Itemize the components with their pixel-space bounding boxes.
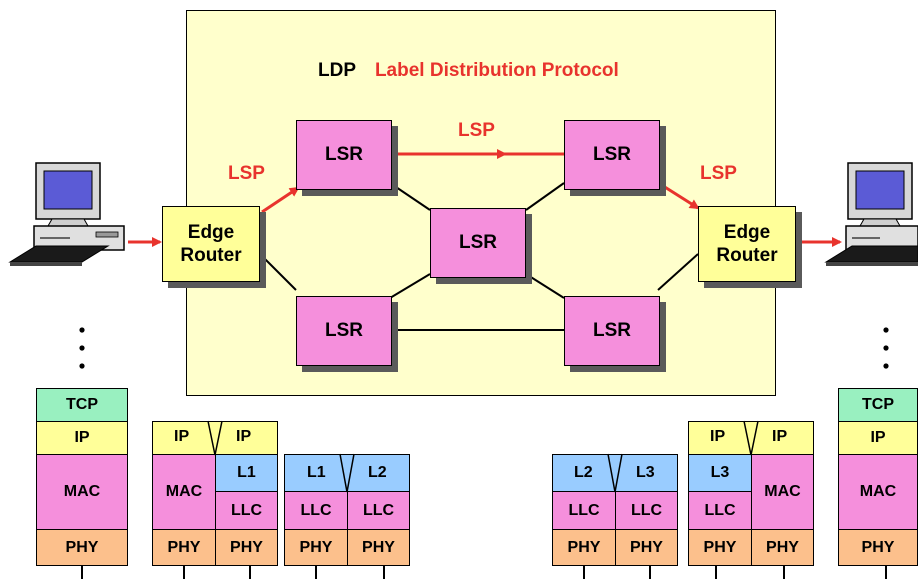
stack-cell-llc: LLC	[688, 491, 752, 530]
stack-cell-llc: LLC	[615, 491, 678, 530]
stack-cell-mac: MAC	[152, 454, 216, 530]
stack-cell-mac: MAC	[751, 454, 814, 530]
link-lsr-bottom-right-to-edge-right	[657, 253, 699, 291]
lsr-label: LSR	[325, 144, 363, 165]
lsr-label: LSR	[593, 320, 631, 341]
stack-cell-l3: L3	[636, 464, 655, 481]
stack-cell-llc: LLC	[552, 491, 616, 530]
lsr-center: LSR	[430, 208, 526, 278]
stack-cell-ip-pair	[152, 421, 278, 455]
ellipsis-dots	[79, 327, 889, 369]
link-ticks	[81, 566, 887, 579]
ldp-region	[186, 10, 776, 396]
stack-cell-ip: IP	[36, 421, 128, 455]
stack-cell-tcp: TCP	[838, 388, 918, 422]
lsp-label-top: LSP	[458, 120, 495, 141]
stack-cell-phy: PHY	[36, 529, 128, 566]
lsr-top-left: LSR	[296, 120, 392, 190]
link-center-to-lsr-bottom-right	[525, 273, 565, 299]
stack-cell-phy: PHY	[615, 529, 678, 566]
ldp-title: LDP Label Distribution Protocol	[318, 60, 619, 82]
lsp-arrow-edge-to-lsr	[261, 186, 300, 214]
computer-icon-right	[824, 162, 918, 266]
stack-cell-ip: IP	[236, 428, 252, 445]
ldp-full-name: Label Distribution Protocol	[374, 60, 619, 81]
edge-router-label-line1: Edge	[723, 222, 771, 243]
edge-router-label-line2: Router	[716, 245, 778, 266]
stack-cell-phy: PHY	[552, 529, 616, 566]
edge-router-right: Edge Router	[698, 206, 796, 282]
edge-router-left: Edge Router	[162, 206, 260, 282]
ldp-abbreviation: LDP	[318, 60, 356, 81]
lsr-label: LSR	[593, 144, 631, 165]
stack-cell-mac: MAC	[838, 454, 918, 530]
stack-cell-label-pair	[552, 454, 678, 492]
stack-cell-label-pair	[284, 454, 410, 492]
stack-cell-ip: IP	[772, 428, 788, 445]
edge-router-label-line1: Edge	[187, 222, 235, 243]
stack-cell-llc: LLC	[215, 491, 278, 530]
stack-cell-llc: LLC	[284, 491, 348, 530]
stack-cell-llc: LLC	[347, 491, 410, 530]
stack-cell-phy: PHY	[215, 529, 278, 566]
stack-cell-ip: IP	[710, 428, 726, 445]
stack-cell-phy: PHY	[751, 529, 814, 566]
link-lsr-bottom-left-to-center	[389, 273, 431, 299]
stack-cell-l2: L2	[368, 464, 387, 481]
link-center-to-lsr-top-right	[525, 182, 565, 211]
lsp-path	[128, 149, 842, 247]
computer-icon-left	[8, 162, 125, 266]
stack-cell-tcp: TCP	[36, 388, 128, 422]
lsp-label-right: LSP	[700, 163, 737, 184]
lsr-bottom-left: LSR	[296, 296, 392, 366]
lsp-label-left: LSP	[228, 163, 265, 184]
stack-cell-l2: L2	[574, 464, 593, 481]
stack-cell-mac: MAC	[36, 454, 128, 530]
stack-cell-phy: PHY	[347, 529, 410, 566]
lsr-label: LSR	[459, 232, 497, 253]
lsr-bottom-right: LSR	[564, 296, 660, 366]
stack-cell-phy: PHY	[838, 529, 918, 566]
stack-cell-ip-pair	[688, 421, 814, 455]
stack-cell-l1: L1	[215, 454, 278, 492]
links	[259, 182, 699, 331]
lsp-arrow-lsr-to-edge	[659, 182, 700, 210]
link-lsr-top-left-to-center	[389, 182, 431, 211]
link-edge-left-to-lsr-bottom-left	[259, 253, 297, 291]
stack-cell-l1: L1	[307, 464, 326, 481]
stack-cell-phy: PHY	[284, 529, 348, 566]
stack-cell-ip: IP	[174, 428, 190, 445]
stack-cell-l3: L3	[688, 454, 752, 492]
stack-cell-phy: PHY	[152, 529, 216, 566]
edge-router-label-line2: Router	[180, 245, 242, 266]
lsr-label: LSR	[325, 320, 363, 341]
stack-cell-phy: PHY	[688, 529, 752, 566]
stack-cell-ip: IP	[838, 421, 918, 455]
lsr-top-right: LSR	[564, 120, 660, 190]
